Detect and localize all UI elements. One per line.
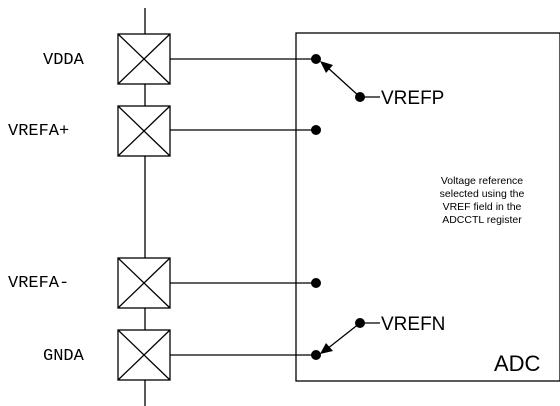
pin-label-gnda: GNDA — [43, 347, 85, 366]
vrefn-label: VREFN — [381, 314, 445, 335]
adc-block — [295, 32, 560, 382]
vrefn-switch: VREFN — [320, 314, 445, 354]
terminal-dot-vrefa-minus — [311, 278, 321, 288]
pin-vrefa-minus: VREFA- — [8, 257, 321, 309]
pin-vdda: VDDA — [43, 33, 321, 85]
vrefn-switch-arm — [326, 322, 361, 350]
pin-vrefa-plus: VREFA+ — [8, 105, 321, 157]
note-line-4: ADCCTL register — [442, 214, 522, 226]
adc-note: Voltage reference selected using the VRE… — [440, 175, 525, 226]
terminal-dot-gnda — [311, 350, 321, 360]
vrefp-arrow-head — [320, 61, 333, 73]
terminal-dot-vrefa-plus — [311, 125, 321, 135]
vrefp-switch: VREFP — [320, 61, 444, 109]
note-line-2: selected using the — [440, 188, 525, 200]
terminal-dot-vdda — [311, 54, 321, 64]
note-line-1: Voltage reference — [441, 175, 523, 187]
pin-label-vrefa-plus: VREFA+ — [8, 122, 69, 141]
vrefn-arrow-head — [320, 343, 333, 354]
note-line-3: VREF field in the — [443, 201, 522, 213]
vrefp-label: VREFP — [381, 88, 444, 109]
adc-label: ADC — [494, 351, 541, 376]
vrefp-switch-arm — [326, 66, 361, 98]
pin-gnda: GNDA — [43, 329, 321, 381]
pin-label-vrefa-minus: VREFA- — [8, 274, 69, 293]
pin-label-vdda: VDDA — [43, 51, 85, 70]
